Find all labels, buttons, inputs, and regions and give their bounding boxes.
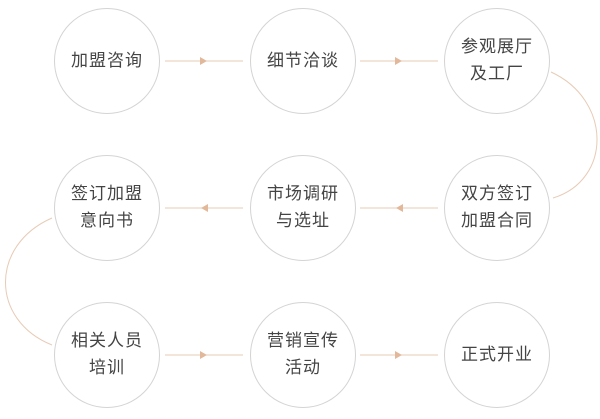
step-staff-training: 相关人员 培训 [54,302,160,408]
arrow-right-icon [395,57,402,65]
step-label: 加盟咨询 [71,50,143,71]
step-label: 市场调研 与选址 [267,184,339,231]
step-label: 参观展厅 及工厂 [461,37,533,84]
step-label: 双方签订 加盟合同 [461,184,533,231]
step-label: 细节洽谈 [267,50,339,71]
arrow-left-icon [201,204,208,212]
connector-6-7 [5,217,53,346]
step-sign-contract: 双方签订 加盟合同 [444,155,550,261]
arrow-right-icon [200,57,207,65]
step-label: 签订加盟 意向书 [71,184,143,231]
step-grand-opening: 正式开业 [444,302,550,408]
step-market-research-site: 市场调研 与选址 [250,155,356,261]
arrow-left-icon [396,204,403,212]
connector-3-4 [550,71,598,199]
arrow-right-icon [395,351,402,359]
step-marketing-campaign: 营销宣传 活动 [250,302,356,408]
step-franchise-inquiry: 加盟咨询 [54,8,160,114]
step-label: 相关人员 培训 [71,331,143,378]
step-detail-negotiation: 细节洽谈 [250,8,356,114]
arrow-right-icon [200,351,207,359]
step-label: 营销宣传 活动 [267,331,339,378]
step-label: 正式开业 [461,344,533,365]
step-sign-letter-of-intent: 签订加盟 意向书 [54,155,160,261]
step-visit-showroom-factory: 参观展厅 及工厂 [444,8,550,114]
